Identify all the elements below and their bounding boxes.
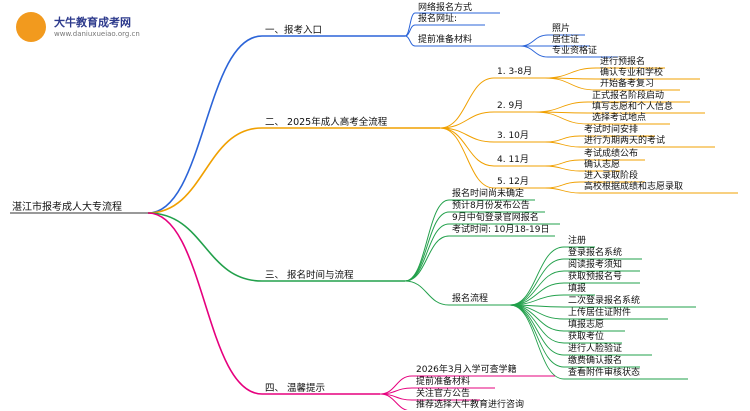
b2-period-3: 3. 10月 — [497, 131, 529, 141]
b2-p3-step-1: 考试时间安排 — [584, 125, 639, 135]
b2-p1-step-3: 开始备考复习 — [600, 79, 655, 89]
b3-link-1 — [404, 199, 450, 282]
b3-flow-11: 缴费确认报名 — [568, 356, 623, 366]
b2-link-4 — [439, 127, 495, 167]
b1-item-3: 提前准备材料 — [418, 35, 473, 45]
b2-p2-link-1 — [534, 101, 589, 113]
b2-p3-step-2: 进行为期两天的考试 — [584, 136, 666, 146]
root-link-4 — [147, 212, 263, 395]
b3-flow-2: 登录报名系统 — [568, 248, 623, 258]
b3-flow-12: 查看附件审核状态 — [568, 368, 641, 378]
logo-title: 大牛教育成考网 — [54, 16, 131, 29]
b2-period-2: 2. 9月 — [497, 101, 524, 111]
b2-period-1: 1. 3-8月 — [497, 67, 533, 77]
b2-p2-step-3: 选择考试地点 — [592, 113, 647, 123]
b2-p3-link-1 — [544, 135, 581, 143]
b2-p1-link-3 — [544, 77, 597, 91]
b3-flow-link-4 — [509, 282, 565, 306]
b3-flow-7: 上传居住证附件 — [568, 308, 632, 318]
b2-p5-step-1: 进入录取阶段 — [584, 171, 639, 181]
logo-subtitle: www.daniuxueiao.org.cn — [54, 30, 140, 38]
b4-link-4 — [379, 393, 409, 410]
b2-period-4: 4. 11月 — [497, 155, 529, 165]
b3-flow-link-11 — [509, 304, 565, 368]
root-topic: 湛江市报考成人大专流程 — [12, 202, 122, 213]
b1-sub-3: 专业资格证 — [552, 46, 598, 56]
b3-flow-3: 阅读报考须知 — [568, 260, 623, 270]
b2-p1-step-1: 进行预报名 — [600, 57, 646, 67]
b1-link-3 — [404, 35, 416, 47]
b3-item-1: 报名时间尚未确定 — [452, 189, 525, 199]
branch-4-label: 四、 温馨提示 — [265, 383, 326, 394]
b2-link-2 — [439, 111, 495, 129]
b3-link-2 — [404, 211, 450, 282]
b3-flow-5: 填报 — [568, 284, 587, 294]
b3-flow-link-9 — [509, 304, 565, 344]
b3-item-5: 报名流程 — [452, 294, 489, 304]
b3-flow-10: 进行人脸验证 — [568, 344, 623, 354]
b3-flow-4: 获取预报名号 — [568, 272, 623, 282]
b2-p5-step-2: 高校根据成绩和志愿录取 — [584, 182, 684, 192]
b3-link-3 — [404, 223, 450, 282]
b4-item-3: 关注官方公告 — [416, 389, 471, 399]
b3-flow-link-1 — [509, 246, 565, 306]
b2-p4-step-2: 确认志愿 — [584, 160, 621, 170]
b1-item-1: 网络报名方式 — [418, 3, 473, 13]
b2-p2-link-3 — [534, 111, 589, 125]
b3-flow-8: 填报志愿 — [568, 320, 605, 330]
b3-item-4: 考试时间: 10月18-19日 — [452, 225, 550, 235]
b3-flow-link-12 — [509, 304, 565, 380]
b2-p5-link-1 — [544, 181, 581, 189]
b2-p3-link-2 — [544, 141, 581, 148]
logo-badge-icon — [16, 12, 46, 42]
branch-3-label: 三、 报名时间与流程 — [265, 270, 354, 281]
b2-p1-link-1 — [544, 67, 597, 79]
b4-item-2: 提前准备材料 — [416, 377, 471, 387]
b3-link-4 — [404, 235, 450, 282]
b1-sub-2: 居住证 — [552, 35, 580, 45]
b3-item-3: 9月中旬登录官网报名 — [452, 213, 539, 223]
b1-sub-link-1 — [519, 34, 549, 47]
logo: 大牛教育成考网 www.daniuxueiao.org.cn — [8, 8, 208, 48]
b2-p4-link-2 — [544, 165, 581, 172]
b2-p4-step-1: 考试成绩公布 — [584, 149, 639, 159]
b2-period-5: 5. 12月 — [497, 177, 529, 187]
b3-flow-link-8 — [509, 304, 565, 332]
b1-sub-1: 照片 — [552, 24, 571, 34]
b3-flow-1: 注册 — [568, 236, 587, 246]
b2-link-5 — [439, 127, 495, 189]
b1-sub-link-3 — [519, 45, 549, 58]
root-link-2 — [147, 127, 263, 214]
b2-p2-step-1: 正式报名阶段启动 — [592, 91, 665, 101]
b4-item-1: 2026年3月入学可查学籍 — [416, 365, 517, 375]
b1-link-1 — [404, 12, 416, 37]
b4-item-4: 推荐选择大牛教育进行咨询 — [416, 400, 525, 410]
b2-p1-step-2: 确认专业和学校 — [600, 68, 664, 78]
b3-flow-6: 二次登录报名系统 — [568, 296, 641, 306]
b2-link-1 — [439, 77, 495, 129]
b2-p4-link-1 — [544, 159, 581, 167]
b3-item-2: 预计8月份发布公告 — [452, 201, 530, 211]
b1-item-2: 报名网址: — [418, 14, 458, 24]
b3-flow-9: 获取考位 — [568, 332, 605, 342]
b1-link-2 — [404, 24, 416, 37]
root-link-1 — [147, 35, 263, 214]
b2-p5-link-2 — [544, 187, 581, 194]
b3-flow-link-2 — [509, 258, 565, 306]
branch-1-label: 一、报考入口 — [265, 25, 323, 36]
b2-p2-step-2: 填写志愿和个人信息 — [592, 102, 674, 112]
root-link-3 — [147, 212, 263, 282]
b3-link-5 — [404, 280, 450, 306]
branch-2-label: 二、 2025年成人高考全流程 — [265, 117, 388, 128]
